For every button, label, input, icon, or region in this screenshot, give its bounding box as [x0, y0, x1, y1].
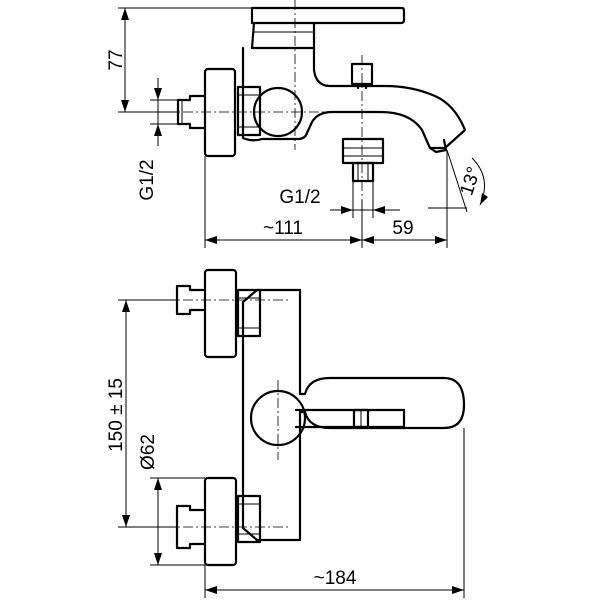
side-view-dimensions: 77 G1/2 G1/2 ~111 59 13°: [106, 7, 488, 248]
side-body-circle: [252, 86, 304, 138]
side-view: [165, 0, 467, 200]
side-body-spout: [241, 46, 467, 150]
side-escutcheon: [203, 67, 237, 158]
front-lower-nut: [236, 494, 262, 544]
front-view-dimensions: 150 ± 15 Ø62 ~184: [106, 299, 465, 598]
side-connector-nut: [236, 85, 262, 137]
dim-184-label: ~184: [314, 568, 357, 589]
front-lower-escutcheon: [203, 476, 238, 567]
dim-62-label: Ø62: [138, 434, 159, 470]
dim-77-label: 77: [106, 49, 127, 70]
front-view: [165, 268, 466, 567]
dim-59-label: 59: [392, 218, 413, 239]
front-handle-cap: [249, 389, 307, 447]
side-shower-outlet: [341, 137, 385, 165]
side-spout-outlet: [428, 138, 448, 154]
side-lever: [250, 6, 406, 25]
dim-g12-bottom-label: G1/2: [279, 187, 320, 208]
dim-150-label: 150 ± 15: [106, 378, 127, 452]
front-lever: [294, 408, 406, 429]
front-upper-nut: [236, 288, 262, 338]
front-upper-escutcheon: [203, 268, 238, 359]
dim-111-label: ~111: [263, 218, 303, 239]
dim-g12-left-label: G1/2: [137, 159, 158, 200]
side-cap: [250, 21, 316, 50]
front-body: [241, 288, 466, 542]
